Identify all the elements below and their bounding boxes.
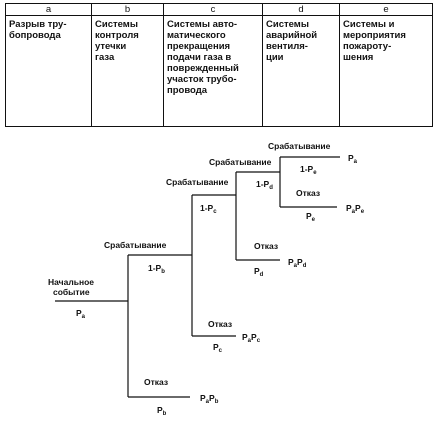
prob-1-pb: 1-Pb	[148, 263, 165, 275]
table-row: Разрыв тру- бопровода Системы контроля у…	[5, 15, 433, 127]
cell-emergency-ventilation: Системы аварийной вентиля- ции	[262, 15, 340, 127]
tree-lines	[55, 156, 340, 398]
e-success-label: Срабатывание	[268, 141, 331, 151]
cell-leak-control: Системы контроля утечки газа	[91, 15, 164, 127]
prob-1-pc: 1-Pc	[200, 203, 217, 215]
barrier-table: a b c d e Разрыв тру- бопровода Системы …	[5, 3, 433, 127]
outcome-pa-pb: PaPb	[200, 393, 219, 405]
initial-event-label-line2: событие	[53, 287, 90, 297]
cell-fire-suppression: Системы и мероприятия пожароту- шения	[339, 15, 433, 127]
outcome-pa: Pa	[348, 153, 358, 165]
prob-pe: Pe	[306, 211, 316, 223]
outcome-pa-pe: PaPe	[346, 203, 365, 215]
outcome-pa-pc: PaPc	[242, 332, 261, 344]
prob-pd: Pd	[254, 266, 264, 278]
prob-pb: Pb	[157, 405, 167, 417]
d-failure-label: Отказ	[254, 241, 278, 251]
c-failure-label: Отказ	[208, 319, 232, 329]
cell-auto-shutoff: Системы авто- матического прекращения по…	[163, 15, 263, 127]
prob-pc: Pc	[213, 342, 223, 354]
prob-1-pe: 1-Pe	[300, 164, 317, 176]
b-success-label: Срабатывание	[104, 240, 167, 250]
prob-pa: Pa	[76, 308, 86, 320]
outcome-pa-pd: PaPd	[288, 257, 307, 269]
table-header-row: a b c d e	[5, 3, 433, 16]
e-failure-label: Отказ	[296, 188, 320, 198]
d-success-label: Срабатывание	[209, 157, 272, 167]
c-success-label: Срабатывание	[166, 177, 229, 187]
initial-event-label-line1: Начальное	[48, 277, 94, 287]
cell-pipeline-rupture: Разрыв тру- бопровода	[5, 15, 92, 127]
b-failure-label: Отказ	[144, 377, 168, 387]
prob-1-pd: 1-Pd	[256, 179, 273, 191]
